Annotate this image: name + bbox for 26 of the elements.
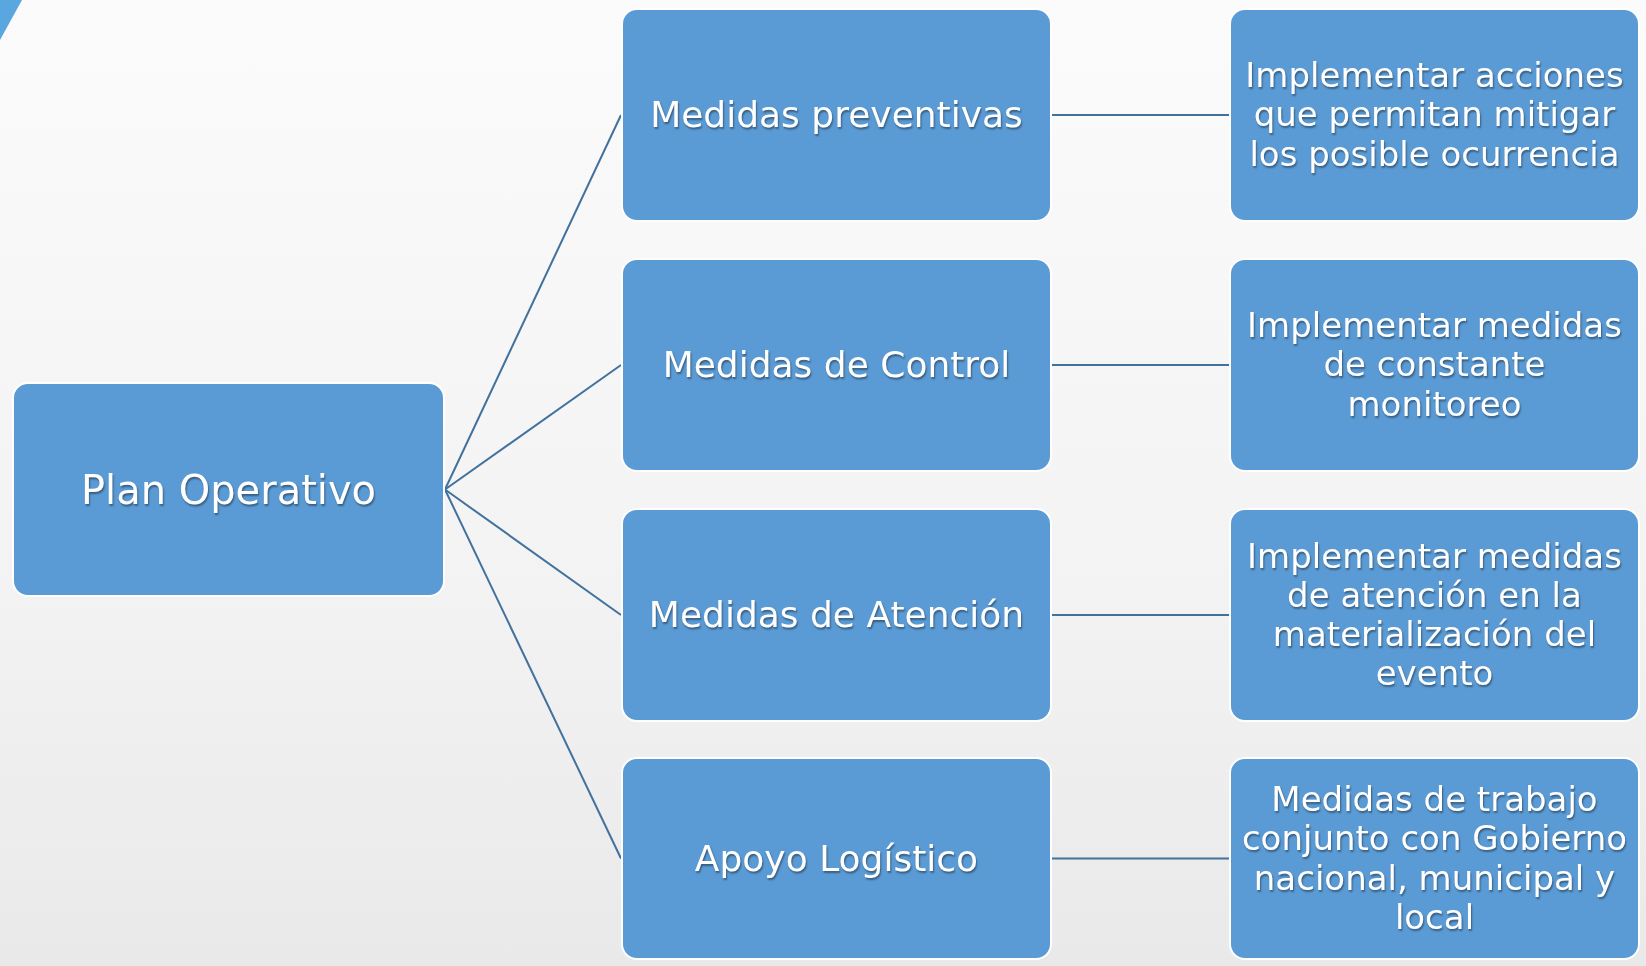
box-label: Apoyo Logístico xyxy=(694,837,979,880)
process-box xyxy=(621,8,1052,222)
process-box xyxy=(12,382,445,597)
process-box xyxy=(621,757,1052,960)
box-label: Medidas de Control xyxy=(662,344,1011,386)
connector-line xyxy=(1051,114,1230,116)
process-box xyxy=(621,508,1052,722)
box-label: Plan Operativo xyxy=(80,466,377,513)
process-box xyxy=(1229,8,1640,222)
process-box xyxy=(621,258,1052,472)
process-box xyxy=(1229,258,1640,472)
box-label: Medidas preventivas xyxy=(650,94,1023,136)
box-label: Medidas de Atención xyxy=(648,594,1025,636)
box-label: Implementar acciones que permitan mitigar los posible ocurrencia xyxy=(1244,56,1625,174)
connector-line xyxy=(1051,857,1230,860)
connector-line xyxy=(1051,364,1230,366)
connector-line xyxy=(444,114,622,491)
box-label: Implementar medidas de constante monitoreo xyxy=(1246,306,1623,424)
connector-line xyxy=(444,488,622,860)
box-label: Implementar medidas de atención en la materialización del evento xyxy=(1246,536,1623,694)
connector-line xyxy=(444,364,622,491)
connector-line xyxy=(444,488,622,616)
connector-line xyxy=(1051,614,1230,616)
process-box xyxy=(1229,757,1640,960)
process-box xyxy=(1229,508,1640,722)
box-label: Medidas de trabajo conjunto con Gobierno nacional, municipal y local xyxy=(1240,780,1629,937)
